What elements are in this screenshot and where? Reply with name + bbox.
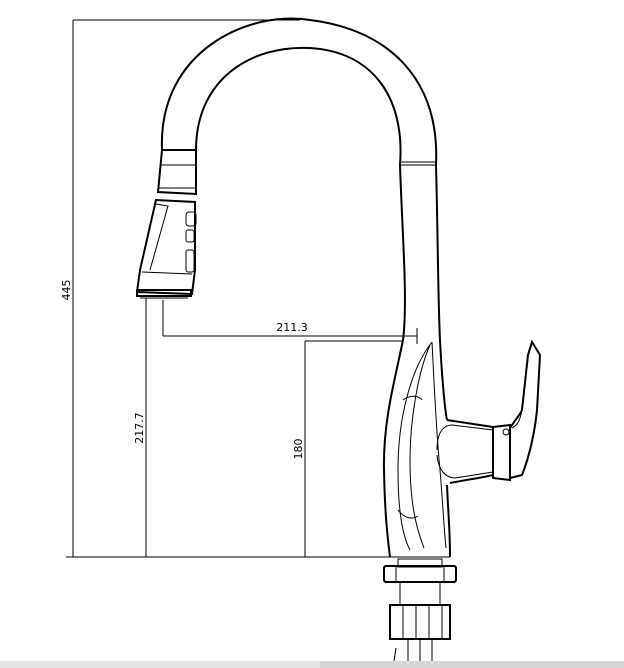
faucet-body	[382, 164, 451, 558]
bottom-strip-highlight	[320, 661, 624, 668]
spray-head	[135, 149, 197, 299]
bottom-strip	[0, 661, 624, 668]
dimension-total-height: 445	[60, 280, 73, 301]
gooseneck-spout	[160, 17, 438, 166]
lever-handle	[436, 339, 542, 484]
dimension-lines	[66, 19, 418, 558]
dimension-body-height: 180	[292, 439, 305, 460]
dimension-spout-height: 217.7	[133, 412, 146, 444]
mounting-assembly	[383, 558, 457, 668]
dimension-spout-reach: 211.3	[276, 321, 308, 334]
